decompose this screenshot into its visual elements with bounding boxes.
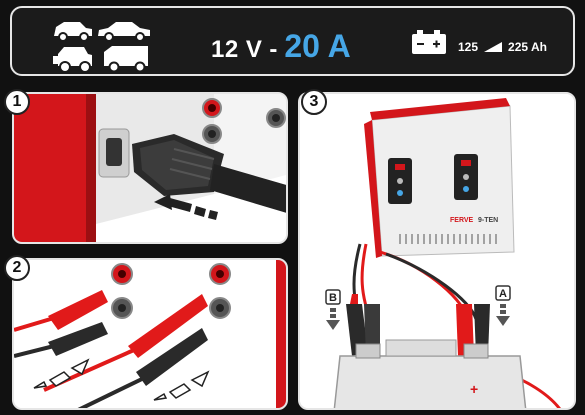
brand-label: FERVE: [450, 217, 474, 224]
battery-plus-sign: +: [470, 381, 478, 397]
step-1-illustration: [14, 94, 288, 244]
current-label: 20 A: [284, 28, 350, 65]
hatchback-car-icon: [54, 22, 92, 41]
step-1-panel: [12, 92, 288, 244]
clamp-b-label: B: [329, 292, 337, 304]
range-wedge-icon: [484, 42, 502, 52]
offroad-suv-icon: [53, 47, 92, 72]
step-3-illustration: FERVE 9-TEN: [300, 94, 576, 410]
battery-icon: [412, 30, 446, 56]
capacity-min: 125: [458, 40, 478, 54]
step-2-number: 2: [4, 255, 30, 281]
capacity-max: 225 Ah: [508, 40, 547, 54]
separator-dash: -: [269, 36, 277, 64]
step-3-panel: FERVE 9-TEN: [298, 92, 576, 410]
step-3-number: 3: [301, 89, 327, 115]
sedan-car-icon: [98, 22, 150, 41]
spec-header: 12 V - 20 A 125 225 Ah: [10, 6, 575, 76]
battery-capacity-range: 125 225 Ah: [458, 40, 547, 54]
step-2-panel: [12, 258, 288, 410]
voltage-label: 12 V: [211, 36, 262, 64]
voltage-current-readout: 12 V - 20 A: [211, 28, 351, 64]
van-icon: [104, 46, 148, 72]
model-label: 9-TEN: [478, 217, 498, 224]
vehicle-icons: [52, 14, 152, 74]
clamp-a-label: A: [499, 288, 507, 300]
step-1-number: 1: [4, 89, 30, 115]
step-2-illustration: [14, 260, 288, 410]
